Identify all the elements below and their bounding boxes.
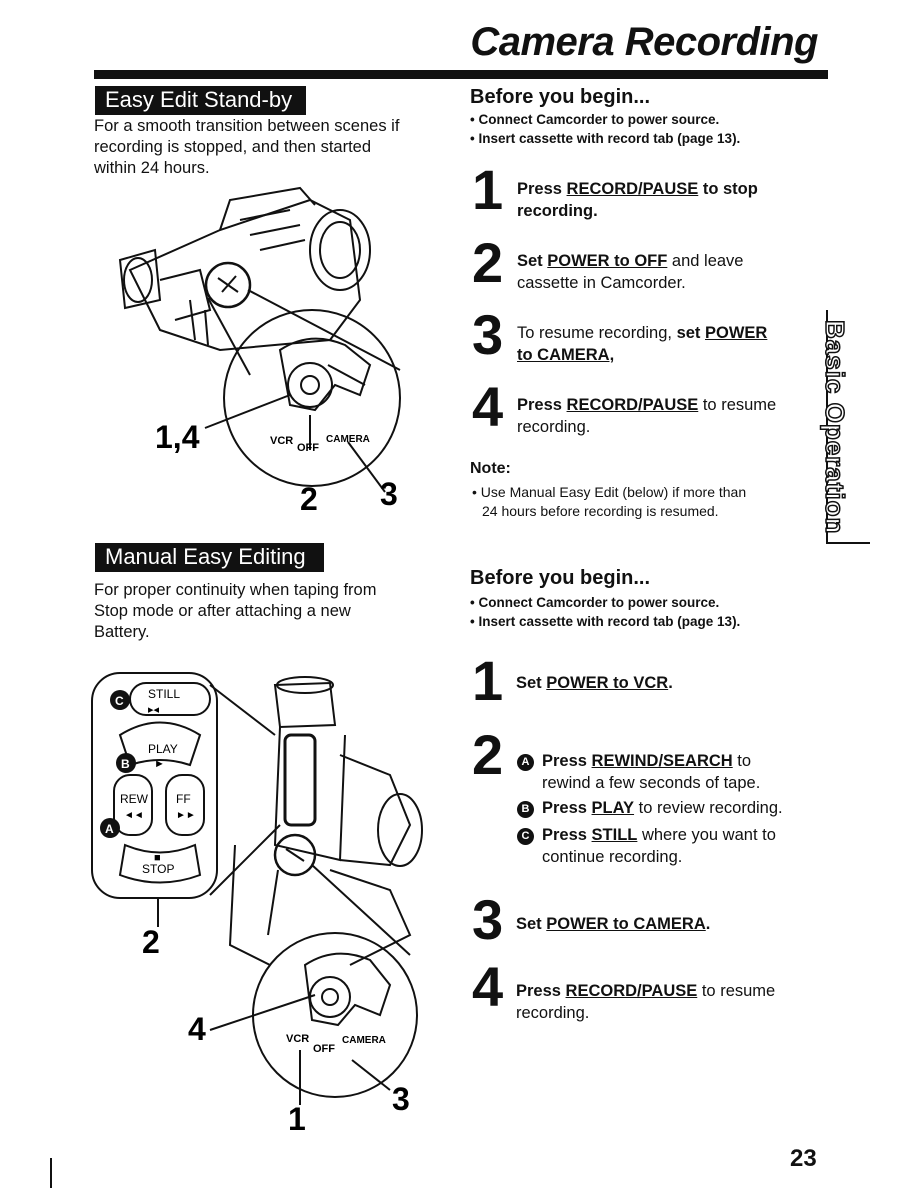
note-line: • Use Manual Easy Edit (below) if more t… [472, 484, 747, 500]
ff-glyph: ►► [176, 810, 196, 821]
page-number: 23 [790, 1145, 817, 1172]
play-glyph: ► [154, 758, 165, 770]
step-number: 4 [472, 955, 504, 1018]
step-text: Set POWER to CAMERA. [516, 915, 711, 933]
dial-vcr-label: VCR [270, 435, 293, 447]
step-text: Set POWER to OFF and leave cassette in C… [517, 252, 744, 292]
before-heading: Before you begin... [470, 567, 651, 589]
before-heading: Before you begin... [470, 86, 651, 108]
badge-b-icon: B [517, 801, 534, 818]
intro-line: Battery. [94, 623, 150, 641]
callout-label: 2 [142, 924, 160, 960]
dial-off-label: OFF [313, 1043, 335, 1055]
step-text: To resume recording, set POWER to CAMERA… [517, 324, 768, 364]
callout-label: 2 [300, 481, 318, 517]
camcorder-illustration-bottom: C STILL ▸◂ B PLAY ► REW ◄◄ FF ►► A ■ STO… [91, 672, 423, 1137]
note-text: • Use Manual Easy Edit (below) if more t… [472, 483, 746, 521]
step-text: Press RECORD/PAUSE to resume recording. [516, 982, 776, 1022]
dial-camera-label: CAMERA [342, 1035, 386, 1046]
intro-line: Stop mode or after attaching a new [94, 602, 351, 620]
step-text: Set POWER to VCR. [516, 674, 673, 692]
remote-stop-label: STOP [142, 862, 174, 876]
rew-glyph: ◄◄ [124, 810, 144, 821]
bullet-item: • Insert cassette with record tab (page … [470, 614, 741, 629]
before-bullets: • Connect Camcorder to power source. • I… [470, 593, 740, 631]
callout-label: 1 [288, 1101, 306, 1137]
dial-camera-label: CAMERA [326, 434, 370, 445]
still-glyph: ▸◂ [148, 704, 160, 716]
stop-glyph: ■ [154, 852, 161, 864]
side-tab-label: Basic Operation [819, 319, 851, 535]
remote-badge-b: B [121, 757, 130, 771]
step-number: 3 [472, 888, 504, 951]
step-text: Press RECORD/PAUSE to resume recording. [517, 396, 777, 436]
remote-still-label: STILL [148, 687, 180, 701]
intro-line: recording is stopped, and then started [94, 138, 372, 156]
step-number: 1 [472, 649, 504, 712]
page-title: Camera Recording [470, 20, 818, 64]
step-number: 2 [472, 231, 504, 294]
bullet-item: • Insert cassette with record tab (page … [470, 131, 741, 146]
margin-mark [50, 1158, 52, 1188]
bullet-item: • Connect Camcorder to power source. [470, 112, 720, 127]
dial-off-label: OFF [297, 442, 319, 454]
step-number: 3 [472, 303, 504, 366]
step-number: 4 [472, 375, 504, 438]
remote-ff-label: FF [176, 792, 191, 806]
note-heading: Note: [470, 460, 511, 477]
callout-label: 4 [188, 1011, 206, 1047]
camcorder-illustration-top: VCR OFF CAMERA 1,4 2 3 [118, 186, 401, 517]
remote-badge-a: A [105, 822, 114, 836]
callout-label: 3 [392, 1081, 410, 1117]
badge-c-icon: C [517, 828, 534, 845]
side-tab: Basic Operation [819, 310, 870, 544]
remote-badge-c: C [115, 694, 124, 708]
badge-a-icon: A [517, 754, 534, 771]
before-bullets: • Connect Camcorder to power source. • I… [470, 110, 740, 148]
intro-line: For a smooth transition between scenes i… [94, 117, 400, 135]
header-rule [94, 70, 828, 79]
callout-label: 3 [380, 476, 398, 512]
note-line: 24 hours before recording is resumed. [482, 503, 719, 519]
remote-rew-label: REW [120, 792, 149, 806]
easy-edit-intro: For a smooth transition between scenes i… [94, 116, 399, 179]
intro-line: within 24 hours. [94, 159, 210, 177]
intro-line: For proper continuity when taping from [94, 581, 377, 599]
remote-play-label: PLAY [148, 742, 178, 756]
step-text: Press RECORD/PAUSE to stop recording. [517, 180, 758, 220]
section-heading-easy-edit: Easy Edit Stand-by [95, 86, 307, 115]
manual-edit-intro: For proper continuity when taping from S… [94, 580, 376, 643]
bullet-item: • Connect Camcorder to power source. [470, 595, 720, 610]
step-number: 1 [472, 158, 504, 221]
step-number: 2 [472, 723, 504, 786]
dial-vcr-label: VCR [286, 1033, 309, 1045]
section-heading-manual-edit: Manual Easy Editing [95, 543, 324, 572]
callout-label: 1,4 [155, 419, 200, 455]
